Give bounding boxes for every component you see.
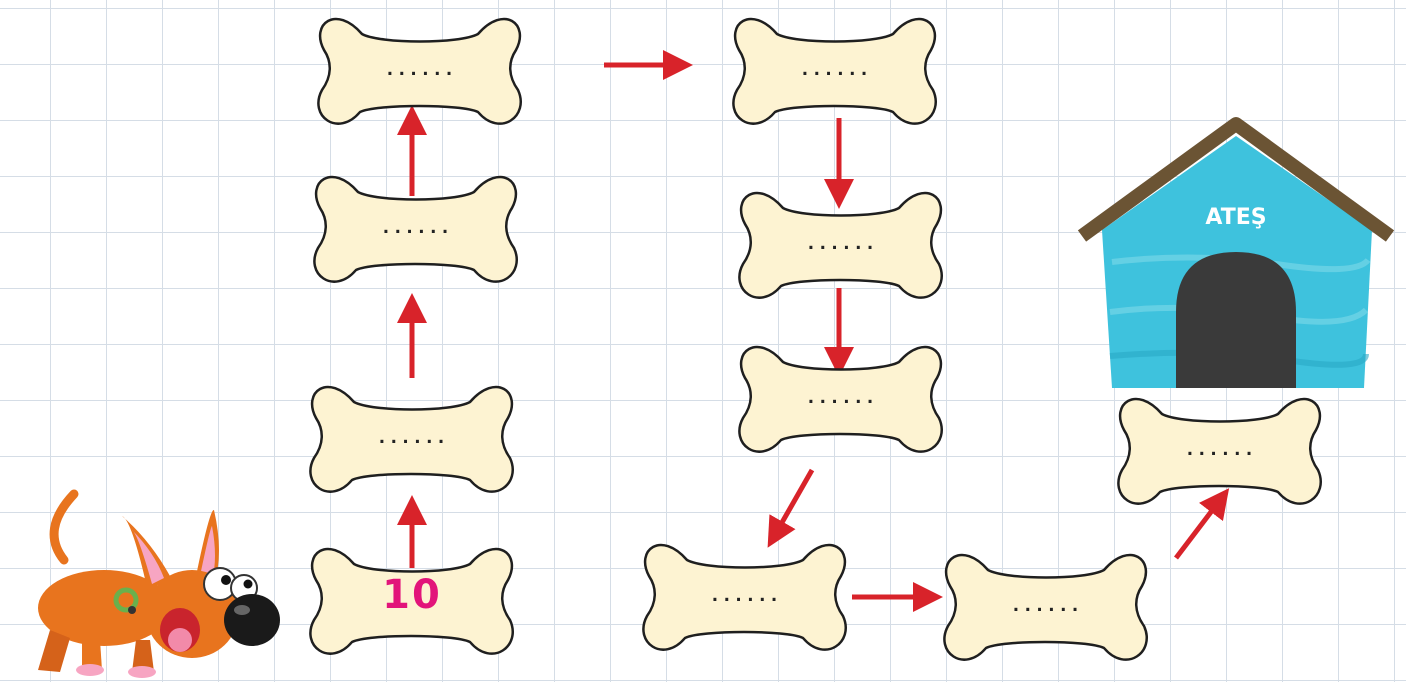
bone-answer-blank[interactable]: ...... bbox=[1112, 439, 1328, 460]
bone-answer-blank[interactable]: ...... bbox=[727, 59, 943, 80]
bone-2[interactable]: ...... bbox=[304, 372, 520, 508]
bone-answer-blank[interactable]: ...... bbox=[304, 427, 520, 448]
bone-8[interactable]: ...... bbox=[637, 530, 853, 666]
bone-answer-blank[interactable]: ...... bbox=[308, 217, 524, 238]
bone-7[interactable]: ...... bbox=[733, 332, 949, 468]
bone-10[interactable]: ...... bbox=[1112, 384, 1328, 520]
bone-start-value: 10 bbox=[304, 572, 520, 618]
dog-character bbox=[20, 480, 280, 678]
bone-6[interactable]: ...... bbox=[733, 178, 949, 314]
bone-answer-blank[interactable]: ...... bbox=[312, 59, 528, 80]
bone-start: 10 bbox=[304, 534, 520, 670]
dog-house-icon bbox=[1076, 112, 1396, 392]
dog-icon bbox=[20, 480, 280, 678]
bone-3[interactable]: ...... bbox=[308, 162, 524, 298]
bone-answer-blank[interactable]: ...... bbox=[637, 585, 853, 606]
bone-5[interactable]: ...... bbox=[727, 4, 943, 140]
dog-house: ATEŞ bbox=[1076, 112, 1396, 392]
house-name-label: ATEŞ bbox=[1076, 205, 1396, 230]
arrow-down-left bbox=[780, 470, 812, 526]
bone-answer-blank[interactable]: ...... bbox=[733, 387, 949, 408]
bone-4[interactable]: ...... bbox=[312, 4, 528, 140]
bone-9[interactable]: ...... bbox=[938, 540, 1154, 676]
bone-answer-blank[interactable]: ...... bbox=[733, 233, 949, 254]
bone-answer-blank[interactable]: ...... bbox=[938, 595, 1154, 616]
